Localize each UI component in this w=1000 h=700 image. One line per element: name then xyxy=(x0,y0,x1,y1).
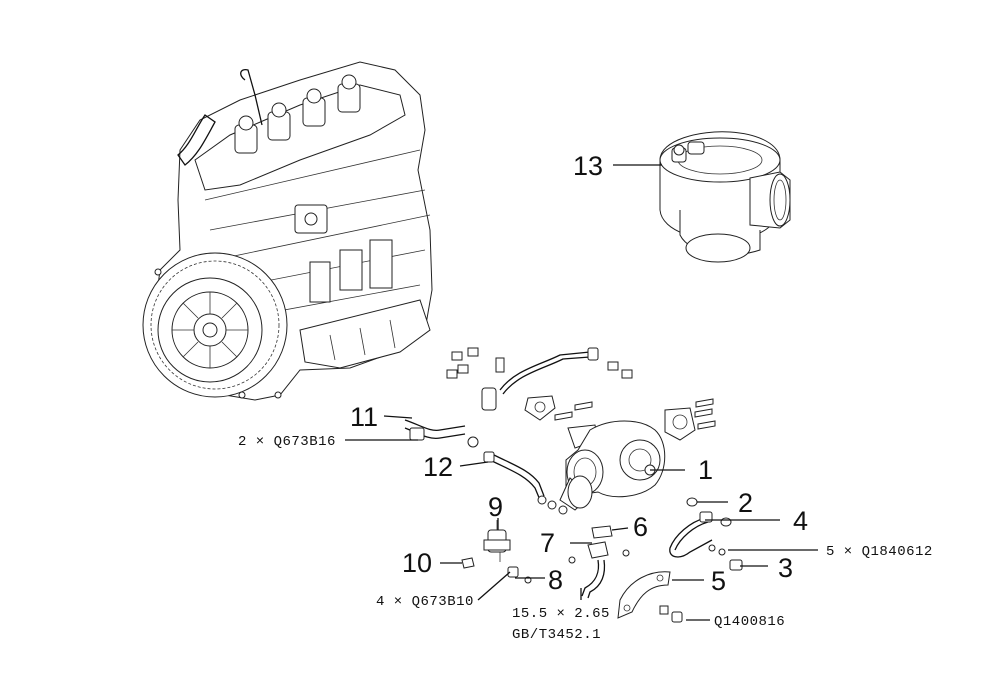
callout-2: 2 xyxy=(738,488,753,518)
spec-label-o-ring-standard: GB/T3452.1 xyxy=(512,627,601,643)
callout-9: 9 xyxy=(488,492,503,522)
leader-lines xyxy=(345,164,818,621)
callout-5: 5 xyxy=(711,566,726,596)
callout-6: 6 xyxy=(633,512,648,542)
stud-set xyxy=(554,398,716,430)
spec-label-bracket-bolt: Q1400816 xyxy=(714,614,785,630)
spec-label-solenoid-clamp: 4 × Q673B10 xyxy=(376,594,474,610)
turbocharger-parts-drawing xyxy=(404,347,743,623)
callout-1: 1 xyxy=(698,455,713,485)
callout-13: 13 xyxy=(573,151,603,181)
engine-assembly-drawing xyxy=(142,61,433,401)
callout-numbers: 13 11 12 1 2 4 6 9 7 10 8 3 5 xyxy=(350,151,808,596)
spec-label-o-ring-size: 15.5 × 2.65 xyxy=(512,606,610,622)
callout-7: 7 xyxy=(540,528,555,558)
bolt-cluster-top xyxy=(446,347,633,379)
spec-label-hose-clamp: 2 × Q673B16 xyxy=(238,434,336,450)
callout-4: 4 xyxy=(793,506,808,536)
blow-off-valve-drawing xyxy=(659,131,791,263)
part-spec-labels: 2 × Q673B16 5 × Q1840612 4 × Q673B10 15.… xyxy=(238,434,933,643)
spec-label-washer-set: 5 × Q1840612 xyxy=(826,544,933,560)
callout-12: 12 xyxy=(423,452,453,482)
callout-3: 3 xyxy=(778,553,793,583)
callout-11: 11 xyxy=(350,402,378,432)
callout-10: 10 xyxy=(402,548,432,578)
callout-8: 8 xyxy=(548,565,563,595)
